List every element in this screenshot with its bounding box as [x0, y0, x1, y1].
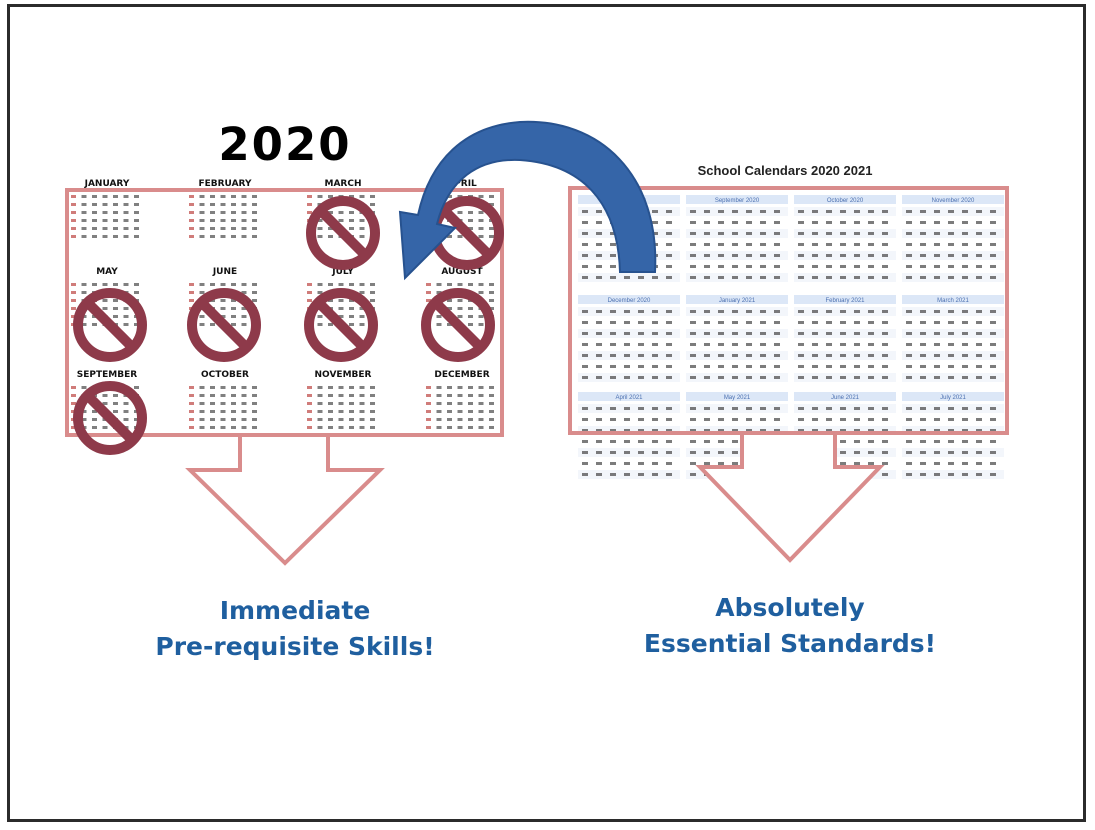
school-month-label: January 2021	[719, 298, 756, 304]
mini-month: JANUARY	[71, 179, 139, 238]
school-month-label: July 2021	[940, 395, 966, 401]
month-label: MARCH	[325, 179, 362, 189]
school-month: January 2021	[686, 295, 788, 382]
curved-arrow-icon	[398, 120, 657, 281]
school-month-label: May 2021	[724, 395, 751, 401]
caption-left-line1: Immediate	[219, 596, 371, 625]
school-month-label: September 2020	[715, 198, 760, 204]
month-label: DECEMBER	[434, 370, 489, 380]
school-month: July 2021	[902, 392, 1004, 479]
right-down-arrow-icon	[695, 435, 885, 563]
month-label: JUNE	[212, 267, 237, 277]
caption-right: Absolutely Essential Standards!	[600, 590, 980, 662]
year-title: 2020	[218, 118, 352, 171]
month-label: JULY	[331, 267, 354, 277]
school-month: March 2021	[902, 295, 1004, 382]
month-label: NOVEMBER	[315, 370, 372, 380]
month-label: AUGUST	[441, 267, 483, 277]
mini-month: FEBRUARY	[189, 179, 257, 238]
mini-month: NOVEMBER	[307, 370, 375, 429]
school-month-label: June 2021	[831, 395, 860, 401]
caption-left: Immediate Pre-requisite Skills!	[110, 593, 480, 665]
school-month: October 2020	[794, 195, 896, 282]
no-symbol-icon	[306, 196, 380, 270]
caption-right-line2: Essential Standards!	[643, 629, 937, 658]
mini-month: DECEMBER	[426, 370, 494, 429]
month-label: APRIL	[447, 179, 477, 189]
school-month: November 2020	[902, 195, 1004, 282]
left-highlight-box	[65, 188, 504, 437]
mini-month: OCTOBER	[189, 370, 257, 429]
caption-left-line2: Pre-requisite Skills!	[155, 632, 435, 661]
left-year-calendar: JANUARY FEBRUARY MARCH APRIL MAY JUNE JULY AUGU…	[71, 179, 494, 429]
right-highlight-box	[568, 186, 1009, 435]
month-label: OCTOBER	[201, 370, 249, 380]
month-label: SEPTEMBER	[77, 370, 137, 380]
month-label: MAY	[96, 267, 118, 277]
no-symbol-icon	[73, 288, 147, 362]
school-month-label: April 2021	[615, 395, 643, 401]
school-calendar-title: School Calendars 2020 2021	[697, 163, 873, 178]
no-symbol-icon	[421, 288, 495, 362]
school-month-label: December 2020	[608, 298, 651, 304]
school-month: February 2021	[794, 295, 896, 382]
school-month-label: October 2020	[827, 198, 864, 204]
school-month-label: November 2020	[932, 198, 975, 204]
no-symbol-icon	[304, 288, 378, 362]
no-symbol-icon	[187, 288, 261, 362]
month-label: FEBRUARY	[198, 179, 252, 189]
school-month-label: February 2021	[825, 298, 865, 304]
caption-right-line1: Absolutely	[715, 593, 865, 622]
school-month: April 2021	[578, 392, 680, 479]
school-month: December 2020	[578, 295, 680, 382]
left-down-arrow-icon	[185, 437, 385, 566]
month-label: JANUARY	[84, 179, 130, 189]
school-month-label: March 2021	[937, 298, 969, 304]
school-month: September 2020	[686, 195, 788, 282]
no-symbol-icon	[73, 381, 147, 455]
